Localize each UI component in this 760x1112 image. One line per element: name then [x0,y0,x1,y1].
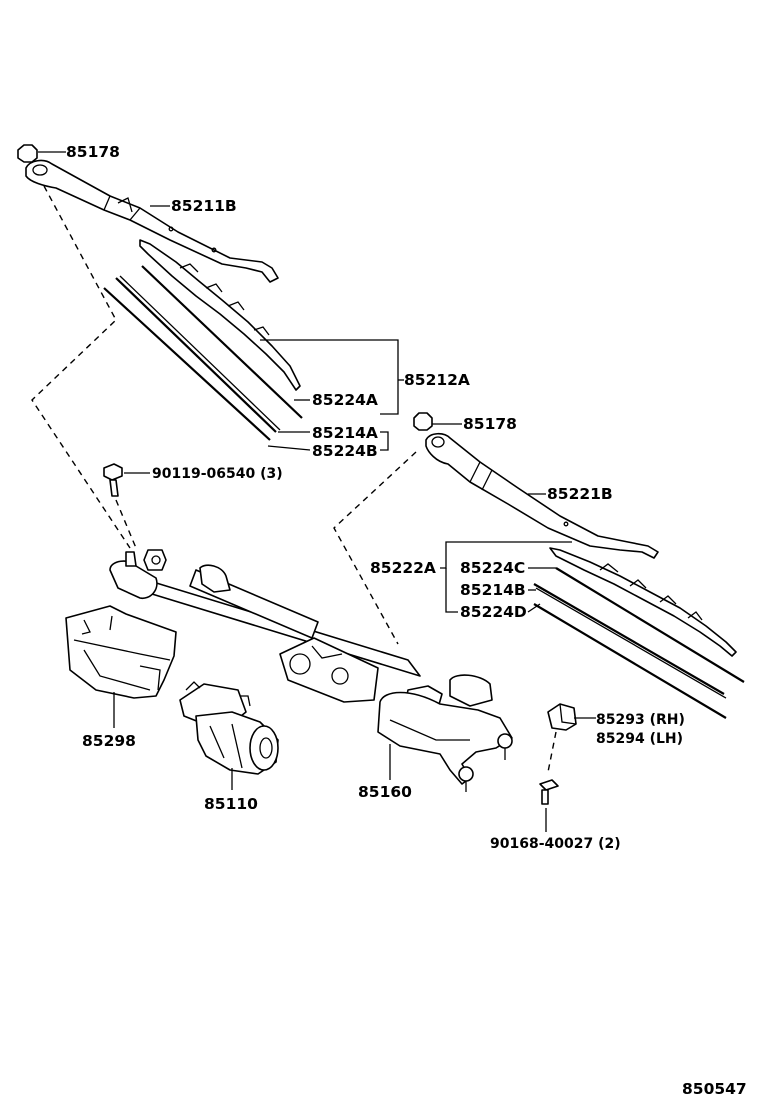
left-blade-assembly [103,239,303,441]
label-insert-right-d: 85224D [460,603,527,621]
left-rubber [115,277,277,433]
label-arm-right: 85221B [547,485,613,503]
label-cap-right: 85178 [463,415,517,433]
motor-assembly [179,681,279,790]
diagram-id: 850547 [682,1080,747,1098]
right-leaders [333,423,572,645]
cap-clip-group [539,703,596,832]
right-blade-frame [549,547,737,657]
left-insert-b [103,287,271,441]
label-bolt: 90119-06540 (3) [152,466,283,482]
left-insert-a [141,265,303,419]
label-insert-left-b: 85224B [312,442,378,460]
left-leaders [31,151,404,549]
cover-assembly [65,605,177,728]
bolt-group [103,463,150,549]
left-arm-cap [17,144,38,163]
label-insert-left-a: 85224A [312,391,378,409]
right-insert-d [533,603,727,719]
left-arm-assembly [17,144,279,283]
label-rubber-right: 85214B [460,581,526,599]
label-insert-right-c: 85224C [460,559,525,577]
link-assembly [109,549,513,792]
label-motor: 85110 [204,795,258,813]
label-rubber-left: 85214A [312,424,378,442]
right-arm-cap [413,412,433,431]
label-clip: 90168-40027 (2) [490,836,621,852]
label-cap-left: 85178 [66,143,120,161]
bolt-icon [103,463,123,481]
right-blade-assembly [533,547,745,719]
right-wiper-arm [425,432,659,559]
left-wiper-arm [25,159,279,283]
label-cover: 85298 [82,732,136,750]
left-blade-frame [139,239,301,391]
label-blade-assy-right: 85222A [370,559,436,577]
right-rubber [533,583,725,695]
label-link-assy: 85160 [358,783,412,801]
label-blade-assy-left: 85212A [404,371,470,389]
right-arm-assembly [413,412,659,559]
label-arm-left: 85211B [171,197,237,215]
label-cap-lh: 85294 (LH) [596,731,683,747]
label-cap-rh: 85293 (RH) [596,712,685,728]
right-insert-c [555,567,745,683]
